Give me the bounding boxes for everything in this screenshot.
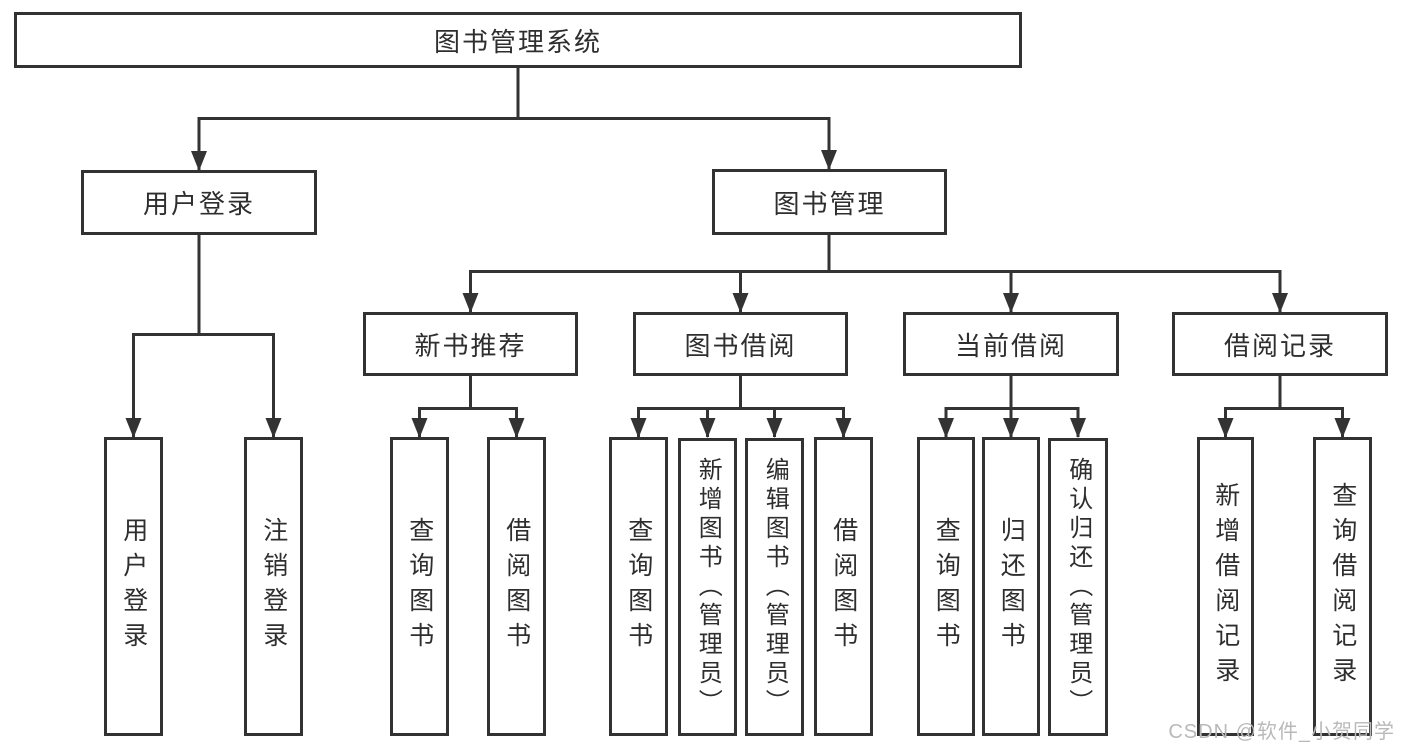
node-book-borrowing: 图书借阅	[633, 312, 848, 376]
leaf-records-add-record: 新增借阅记录	[1197, 437, 1254, 736]
leaf-borrow-borrow-books: 借阅图书	[814, 437, 873, 736]
leaf-user-login: 用户登录	[104, 437, 163, 736]
leaf-newbook-query-books: 查询图书	[390, 437, 449, 736]
node-borrowing-records: 借阅记录	[1172, 312, 1388, 376]
node-user-login: 用户登录	[81, 170, 317, 235]
leaf-current-query-books: 查询图书	[917, 437, 975, 736]
leaf-records-query-record: 查询借阅记录	[1313, 437, 1372, 736]
leaf-borrow-add-books-admin: 新增图书（管理员）	[678, 438, 737, 736]
leaf-borrow-edit-books-admin: 编辑图书（管理员）	[745, 438, 804, 736]
leaf-current-return-books: 归还图书	[982, 437, 1040, 736]
csdn-watermark: CSDN @软件_小贺同学	[1168, 721, 1395, 743]
node-root: 图书管理系统	[14, 12, 1022, 68]
node-new-book-recommend: 新书推荐	[363, 312, 578, 376]
node-book-management: 图书管理	[712, 169, 947, 235]
leaf-newbook-borrow-books: 借阅图书	[487, 437, 546, 736]
leaf-borrow-query-books: 查询图书	[609, 437, 668, 736]
node-current-borrowing: 当前借阅	[903, 312, 1119, 376]
leaf-logout: 注销登录	[244, 437, 303, 736]
leaf-current-confirm-return-admin: 确认归还（管理员）	[1048, 438, 1108, 736]
